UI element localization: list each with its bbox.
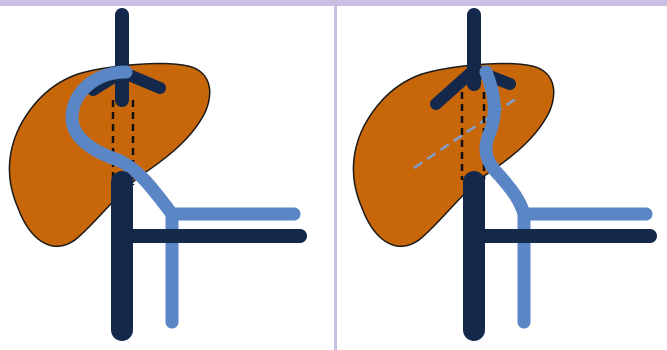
left-panel	[10, 15, 300, 330]
right-panel	[354, 15, 650, 330]
top-frame-band	[0, 0, 667, 6]
panel-divider	[334, 6, 337, 350]
